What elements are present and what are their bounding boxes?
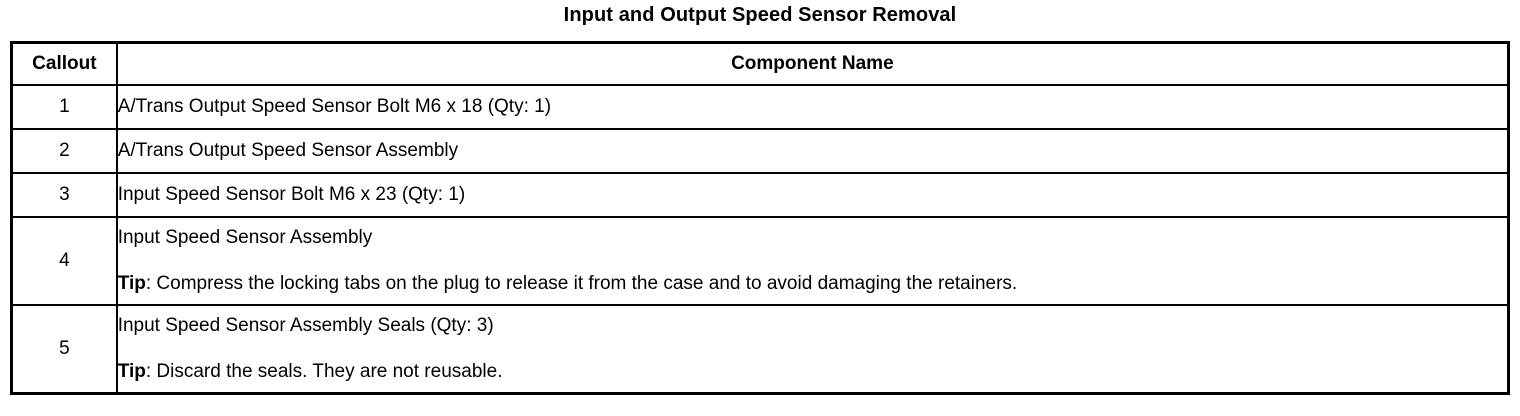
callout-number: 2	[10, 128, 118, 174]
table-row: 4 Input Speed Sensor Assembly Tip: Compr…	[10, 216, 1510, 306]
component-name-text: Input Speed Sensor Assembly	[117, 227, 373, 248]
component-name-cell: A/Trans Output Speed Sensor Bolt M6 x 18…	[115, 84, 1510, 130]
table-header-row: Callout Component Name	[10, 41, 1510, 86]
component-name-text: A/Trans Output Speed Sensor Bolt M6 x 18…	[117, 96, 552, 117]
table-row: 3 Input Speed Sensor Bolt M6 x 23 (Qty: …	[10, 172, 1510, 218]
tip-text: : Discard the seals. They are not reusab…	[145, 361, 503, 382]
callout-number: 3	[10, 172, 118, 218]
tip-note: Tip: Compress the locking tabs on the pl…	[118, 272, 1507, 296]
component-name-text: A/Trans Output Speed Sensor Assembly	[117, 140, 459, 161]
tip-label: Tip	[117, 361, 146, 382]
parts-table-container: Callout Component Name 1 A/Trans Output …	[10, 41, 1510, 395]
tip-note: Tip: Discard the seals. They are not reu…	[118, 360, 1507, 384]
page-title: Input and Output Speed Sensor Removal	[563, 4, 957, 26]
component-name-cell: Input Speed Sensor Assembly Seals (Qty: …	[115, 304, 1510, 395]
component-name-cell: Input Speed Sensor Bolt M6 x 23 (Qty: 1)	[115, 172, 1510, 218]
table-header: Callout Component Name	[10, 41, 1510, 86]
column-header-callout: Callout	[10, 41, 118, 86]
component-name-cell: Input Speed Sensor Assembly Tip: Compres…	[115, 216, 1510, 306]
parts-table: Callout Component Name 1 A/Trans Output …	[10, 41, 1510, 395]
tip-label: Tip	[117, 273, 146, 294]
table-row: 1 A/Trans Output Speed Sensor Bolt M6 x …	[10, 84, 1510, 130]
tip-text: : Compress the locking tabs on the plug …	[145, 273, 1018, 294]
callout-number: 4	[10, 216, 118, 306]
callout-number: 1	[10, 84, 118, 130]
component-name-text: Input Speed Sensor Bolt M6 x 23 (Qty: 1)	[117, 184, 466, 205]
table-row: 2 A/Trans Output Speed Sensor Assembly	[10, 128, 1510, 174]
component-name-text: Input Speed Sensor Assembly Seals (Qty: …	[117, 315, 494, 336]
table-body: 1 A/Trans Output Speed Sensor Bolt M6 x …	[10, 84, 1510, 395]
callout-number: 5	[10, 304, 118, 395]
component-name-cell: A/Trans Output Speed Sensor Assembly	[115, 128, 1510, 174]
column-header-component-name: Component Name	[115, 41, 1510, 86]
table-row: 5 Input Speed Sensor Assembly Seals (Qty…	[10, 304, 1510, 395]
